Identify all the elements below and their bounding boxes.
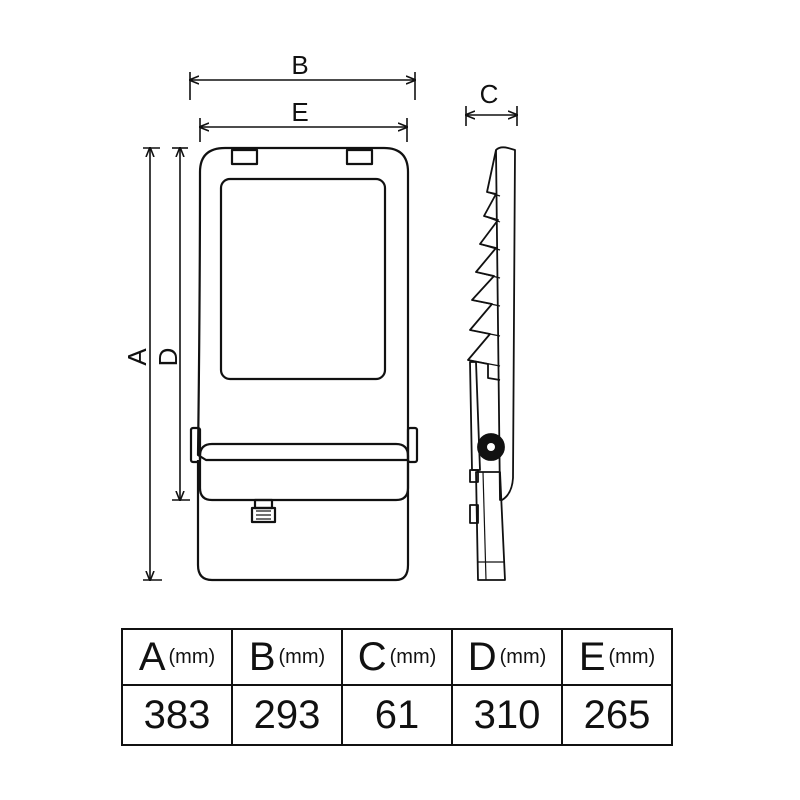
- top-tab-right: [345, 148, 374, 166]
- value-cell-a: 383: [121, 684, 233, 746]
- driver-cover: [198, 442, 410, 502]
- header-cell-d: D(mm): [451, 628, 563, 686]
- dim-label-d: D: [153, 348, 183, 367]
- bracket-box: [196, 460, 410, 582]
- cable-gland: [253, 498, 274, 510]
- side-bracket-arm: [469, 361, 481, 471]
- side-view: [467, 146, 516, 581]
- value-cell-b: 293: [231, 684, 343, 746]
- side-back-plate: [495, 146, 516, 501]
- dimension-lines: [143, 72, 517, 580]
- side-mount-plate: [475, 471, 506, 581]
- dim-label-b: B: [291, 50, 308, 80]
- header-cell-c: C(mm): [341, 628, 453, 686]
- header-cell-b: B(mm): [231, 628, 343, 686]
- table-header-row: A(mm) B(mm) C(mm) D(mm) E(mm): [121, 628, 673, 686]
- led-window: [219, 177, 387, 381]
- cooling-fins: [467, 193, 501, 381]
- top-tab-left: [230, 148, 259, 166]
- value-cell-d: 310: [451, 684, 563, 746]
- table-value-row: 383 293 61 310 265: [121, 684, 673, 746]
- housing-outline: [196, 146, 410, 462]
- side-knob-right: [406, 426, 419, 464]
- dim-label-a: A: [122, 348, 152, 366]
- header-cell-a: A(mm): [121, 628, 233, 686]
- side-knob-left: [189, 426, 202, 464]
- dim-label-e: E: [291, 97, 308, 127]
- value-cell-c: 61: [341, 684, 453, 746]
- dimensions-table: A(mm) B(mm) C(mm) D(mm) E(mm) 383 293 61…: [121, 628, 673, 746]
- dim-label-c: C: [480, 79, 499, 109]
- value-cell-e: 265: [561, 684, 673, 746]
- header-cell-e: E(mm): [561, 628, 673, 686]
- front-view: [189, 146, 419, 582]
